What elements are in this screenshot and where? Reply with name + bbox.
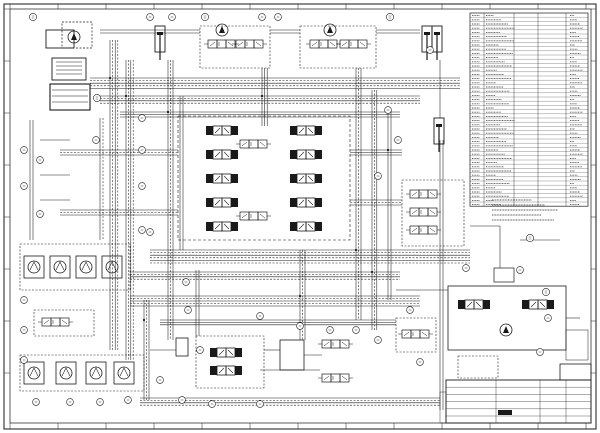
callout-balloon (182, 278, 190, 286)
callout-balloon (536, 348, 544, 356)
callout-balloon (516, 266, 524, 274)
callout-balloon (20, 146, 28, 154)
left-actuator-group (19, 243, 131, 337)
callout-balloon (274, 13, 282, 21)
callout-balloon (296, 322, 304, 330)
title-block (439, 329, 592, 424)
callout-balloon (168, 13, 176, 21)
central-control-valve-stack (177, 115, 351, 241)
callout-balloon (394, 136, 402, 144)
callout-balloon (178, 396, 186, 404)
callout-balloon (374, 172, 382, 180)
callout-balloon (146, 228, 154, 236)
callout-balloon (156, 376, 164, 384)
callout-balloon (36, 210, 44, 218)
callout-balloon (258, 13, 266, 21)
callout-balloon (138, 182, 146, 190)
lower-right-manifold (395, 234, 567, 379)
callout-balloon (146, 13, 154, 21)
callout-balloon (32, 398, 40, 406)
callout-balloon (138, 146, 146, 154)
callout-balloon (208, 400, 216, 408)
callout-balloon (92, 136, 100, 144)
callout-balloon (96, 398, 104, 406)
callout-balloon (256, 400, 264, 408)
callout-balloon (66, 398, 74, 406)
upper-right-valve-bank (299, 13, 443, 69)
callout-balloon (374, 336, 382, 344)
callout-balloon (462, 264, 470, 272)
callout-balloon (416, 358, 424, 366)
pipe-network (29, 29, 580, 410)
callout-balloon (20, 326, 28, 334)
callout-balloon (352, 326, 360, 334)
lower-center-valves (175, 335, 354, 389)
parts-list-table (469, 12, 589, 221)
callout-balloon (426, 46, 434, 54)
callout-balloon (406, 306, 414, 314)
callout-balloon (20, 356, 28, 364)
callout-balloons (20, 13, 552, 408)
right-valve-cluster (401, 117, 465, 247)
callout-balloon (184, 306, 192, 314)
callout-balloon (256, 312, 264, 320)
callout-balloon (36, 156, 44, 164)
upper-left-valve-bank (154, 13, 271, 69)
callout-balloon (20, 182, 28, 190)
sheet-frame (3, 3, 597, 430)
callout-balloon (384, 106, 392, 114)
callout-balloon (20, 296, 28, 304)
callout-balloon (544, 314, 552, 322)
callout-balloon (138, 226, 146, 234)
callout-balloon (196, 346, 204, 354)
callout-balloon (124, 396, 132, 404)
travel-motor-group (19, 354, 145, 392)
pump-station (29, 13, 101, 111)
callout-balloon (138, 114, 146, 122)
callout-balloon (326, 326, 334, 334)
